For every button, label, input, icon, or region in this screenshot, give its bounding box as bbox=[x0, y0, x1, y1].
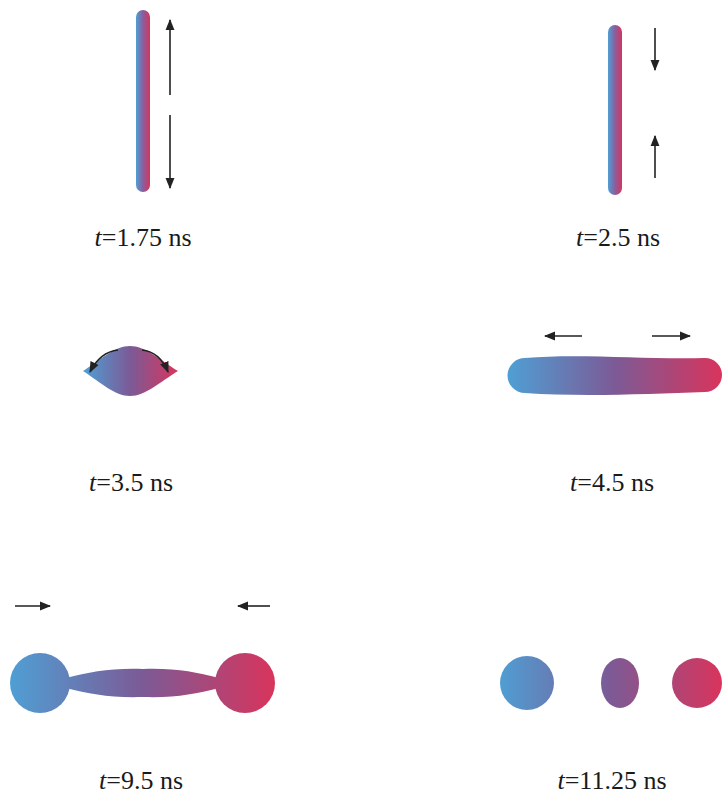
motion-arrow bbox=[15, 605, 50, 607]
filament bbox=[136, 10, 150, 192]
motion-arrow bbox=[545, 335, 582, 337]
dumbbell bbox=[10, 653, 275, 713]
motion-arrow bbox=[654, 28, 656, 70]
filament bbox=[608, 25, 622, 195]
motion-arrow bbox=[142, 350, 168, 372]
time-label: t=2.5 ns bbox=[576, 224, 660, 253]
droplet bbox=[83, 346, 178, 396]
time-label: t=11.25 ns bbox=[557, 767, 666, 796]
time-label: t=3.5 ns bbox=[89, 469, 173, 498]
time-label: t=1.75 ns bbox=[94, 224, 191, 253]
motion-arrow bbox=[238, 605, 270, 607]
filament bbox=[508, 356, 723, 395]
motion-arrow bbox=[652, 335, 690, 337]
time-label: t=9.5 ns bbox=[99, 767, 183, 796]
time-label: t=4.5 ns bbox=[570, 469, 654, 498]
motion-arrow bbox=[654, 136, 656, 178]
motion-arrow bbox=[90, 350, 118, 372]
motion-arrow bbox=[169, 115, 171, 188]
droplets bbox=[500, 656, 722, 710]
motion-arrow bbox=[169, 20, 171, 95]
